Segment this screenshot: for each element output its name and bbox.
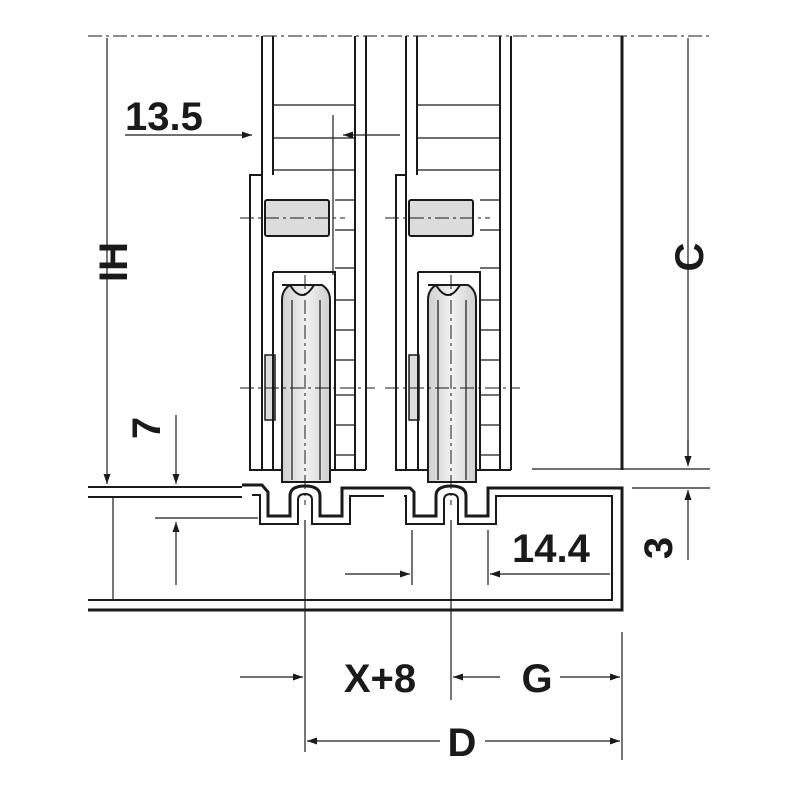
label-x-plus-8: X+8 bbox=[344, 657, 416, 701]
label-3: 3 bbox=[637, 537, 681, 559]
bottom-track bbox=[88, 483, 624, 612]
dimension-7: 7 bbox=[125, 415, 258, 585]
roller-carriage-right bbox=[395, 174, 511, 483]
door-panel-right bbox=[405, 36, 512, 470]
roller-carriage-left bbox=[249, 174, 366, 483]
dimension-x-plus-8: X+8 bbox=[240, 520, 500, 752]
dimension-3: 3 bbox=[632, 440, 710, 560]
dimension-13-5: 13.5 bbox=[125, 95, 400, 275]
roller-wheel-left bbox=[281, 284, 331, 483]
label-c: C bbox=[668, 243, 712, 272]
label-g: G bbox=[521, 657, 552, 701]
label-d: D bbox=[448, 721, 477, 765]
label-ih: IH bbox=[92, 242, 136, 282]
label-7: 7 bbox=[125, 417, 169, 439]
dimension-g: G bbox=[521, 632, 623, 760]
label-13-5: 13.5 bbox=[125, 95, 203, 139]
dimension-ih: IH bbox=[92, 38, 136, 484]
label-14-4: 14.4 bbox=[512, 527, 591, 571]
dimension-d: D bbox=[307, 721, 620, 765]
door-panel-left bbox=[261, 36, 367, 470]
dimension-c: C bbox=[668, 38, 712, 466]
roller-wheel-right bbox=[427, 284, 477, 483]
dimension-14-4: 14.4 bbox=[345, 527, 610, 585]
